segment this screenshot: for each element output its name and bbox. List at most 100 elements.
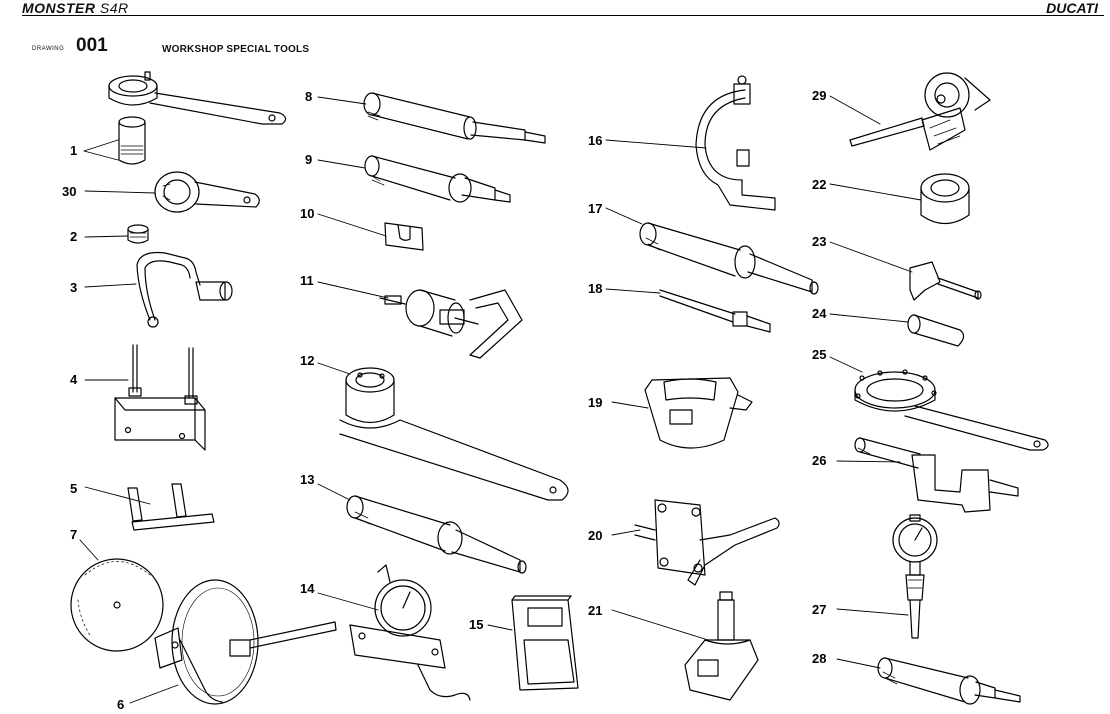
leader-1a — [83, 139, 119, 152]
leader-28 — [836, 658, 881, 669]
callout-7: 7 — [70, 527, 77, 542]
callout-21: 21 — [588, 603, 602, 618]
leader-20 — [611, 529, 641, 536]
tool-16-clamp — [695, 75, 776, 211]
tool-29-knurled-tool — [849, 72, 991, 151]
callout-5: 5 — [70, 481, 77, 496]
callout-26: 26 — [812, 453, 826, 468]
callout-23: 23 — [812, 234, 826, 249]
leader-5 — [84, 486, 151, 505]
tool-21-fixture — [684, 591, 759, 701]
callout-16: 16 — [588, 133, 602, 148]
callout-22: 22 — [812, 177, 826, 192]
leader-12 — [317, 362, 351, 375]
drawing-number: 001 — [76, 35, 108, 56]
leader-25 — [829, 356, 863, 373]
tool-25-ring-wrench — [854, 369, 1049, 451]
callout-1: 1 — [70, 143, 77, 158]
tool-10-plate — [384, 222, 424, 251]
tool-17-drift — [639, 222, 819, 295]
page-header: MONSTER S4R DUCATI — [0, 0, 1110, 18]
leader-2 — [84, 235, 129, 238]
callout-11: 11 — [300, 273, 314, 288]
tool-1-spanner — [108, 71, 287, 125]
leader-27 — [836, 608, 909, 616]
leader-21 — [611, 609, 709, 641]
callout-6: 6 — [117, 697, 124, 712]
leader-9 — [317, 159, 366, 169]
leader-1b — [83, 150, 119, 161]
callout-28: 28 — [812, 651, 826, 666]
tool-7-degree-wheel — [70, 558, 164, 652]
drawing-label: DRAWING — [32, 46, 65, 52]
callout-8: 8 — [305, 89, 312, 104]
tool-24-pin — [907, 314, 965, 347]
leader-22 — [829, 183, 922, 201]
model-variant: S4R — [99, 0, 129, 16]
tool-5-plates — [127, 483, 215, 531]
header-divider — [22, 15, 1104, 16]
callout-10: 10 — [300, 206, 314, 221]
callout-12: 12 — [300, 353, 314, 368]
callout-19: 19 — [588, 395, 602, 410]
drawing-title: WORKSHOP SPECIAL TOOLS — [162, 44, 310, 55]
tool-2-socket — [127, 224, 149, 244]
leader-10 — [317, 213, 387, 237]
leader-7 — [79, 539, 99, 561]
callout-30: 30 — [62, 184, 76, 199]
callout-9: 9 — [305, 152, 312, 167]
tool-27-bore-gauge — [892, 514, 938, 639]
callout-2: 2 — [70, 229, 77, 244]
leader-24 — [829, 313, 909, 323]
model-name: MONSTER S4R — [22, 0, 129, 16]
tool-19-gauge — [644, 377, 753, 449]
tool-4-fixture — [114, 344, 206, 451]
tool-26-bracket — [854, 437, 1019, 513]
tool-22-bushing — [920, 173, 970, 225]
leader-23 — [829, 241, 913, 273]
tool-13-drift — [346, 495, 527, 574]
callout-15: 15 — [469, 617, 483, 632]
model-title: MONSTER — [22, 0, 96, 16]
tool-18-rod — [659, 289, 771, 333]
callout-20: 20 — [588, 528, 602, 543]
leader-8 — [317, 96, 367, 105]
leader-19 — [611, 401, 649, 409]
tool-8-drift — [363, 92, 546, 144]
leader-3 — [84, 283, 137, 288]
callout-14: 14 — [300, 581, 315, 596]
callout-3: 3 — [70, 280, 77, 295]
leader-16 — [605, 139, 707, 149]
leader-15 — [487, 624, 513, 631]
tool-1-socket — [118, 116, 146, 165]
callout-24: 24 — [812, 306, 827, 321]
leader-30 — [84, 190, 156, 194]
brand-logo-text: DUCATI — [1046, 0, 1098, 16]
callout-25: 25 — [812, 347, 826, 362]
leader-11 — [317, 281, 389, 299]
callout-29: 29 — [812, 88, 826, 103]
callout-17: 17 — [588, 201, 602, 216]
leader-14 — [317, 592, 379, 611]
tool-28-drift — [877, 657, 1021, 705]
leader-6 — [129, 684, 179, 704]
callout-18: 18 — [588, 281, 602, 296]
tool-9-drift — [364, 155, 511, 203]
leader-13 — [317, 483, 351, 501]
tool-12-socket-wrench — [339, 367, 569, 501]
tool-30-wrench — [154, 171, 260, 213]
callout-13: 13 — [300, 472, 314, 487]
leader-29 — [829, 95, 881, 125]
tool-15-tester — [511, 595, 579, 691]
tool-23-clip — [909, 261, 982, 301]
tool-3-crank — [136, 251, 233, 328]
tool-14-dial-gauge — [349, 564, 471, 701]
tool-6-wheel-handle — [154, 579, 337, 705]
leader-17 — [605, 207, 643, 225]
tool-20-puller — [634, 499, 780, 586]
callout-4: 4 — [70, 372, 78, 387]
leader-26 — [836, 460, 901, 463]
leader-18 — [605, 288, 661, 294]
tool-11-puller — [379, 289, 523, 359]
